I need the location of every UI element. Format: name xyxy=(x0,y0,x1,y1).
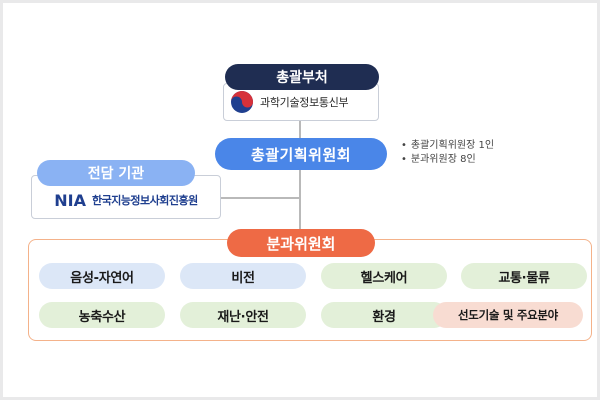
subcommittee-item-disaster-safety: 재난·안전 xyxy=(180,302,306,328)
ministry-name: 과학기술정보통신부 xyxy=(260,96,349,109)
subcommittee-item-leading-tech: 선도기술 및 주요분야 xyxy=(433,302,583,328)
connector-central-subcommittee xyxy=(299,170,301,229)
subcommittee-item-agriculture: 농축수산 xyxy=(39,302,165,328)
subcommittee-header: 분과위원회 xyxy=(227,229,375,257)
org-chart: 총괄부처 과학기술정보통신부 총괄기획위원회 총괄기획위원장 1인 분과위원장 … xyxy=(3,3,597,397)
connector-ministry-central xyxy=(299,121,301,138)
central-committee-notes: 총괄기획위원장 1인 분과위원장 8인 xyxy=(401,139,494,167)
central-committee: 총괄기획위원회 xyxy=(215,138,387,170)
connector-agency xyxy=(221,197,301,199)
subcommittee-item-transport-logistics: 교통·물류 xyxy=(461,263,587,289)
subcommittee-item-vision: 비전 xyxy=(180,263,306,289)
subcommittee-item-healthcare: 헬스케어 xyxy=(321,263,447,289)
note-item: 분과위원장 8인 xyxy=(401,153,494,167)
ministry-header: 총괄부처 xyxy=(225,64,379,90)
agency-header: 전담 기관 xyxy=(37,160,195,186)
taegeuk-emblem-icon xyxy=(231,91,253,113)
agency-name: 한국지능정보사회진흥원 xyxy=(91,194,198,207)
note-item: 총괄기획위원장 1인 xyxy=(401,139,494,153)
subcommittee-item-environment: 환경 xyxy=(321,302,447,328)
nia-logo: NIA xyxy=(54,190,86,210)
subcommittee-item-speech-language: 음성-자연어 xyxy=(39,263,165,289)
